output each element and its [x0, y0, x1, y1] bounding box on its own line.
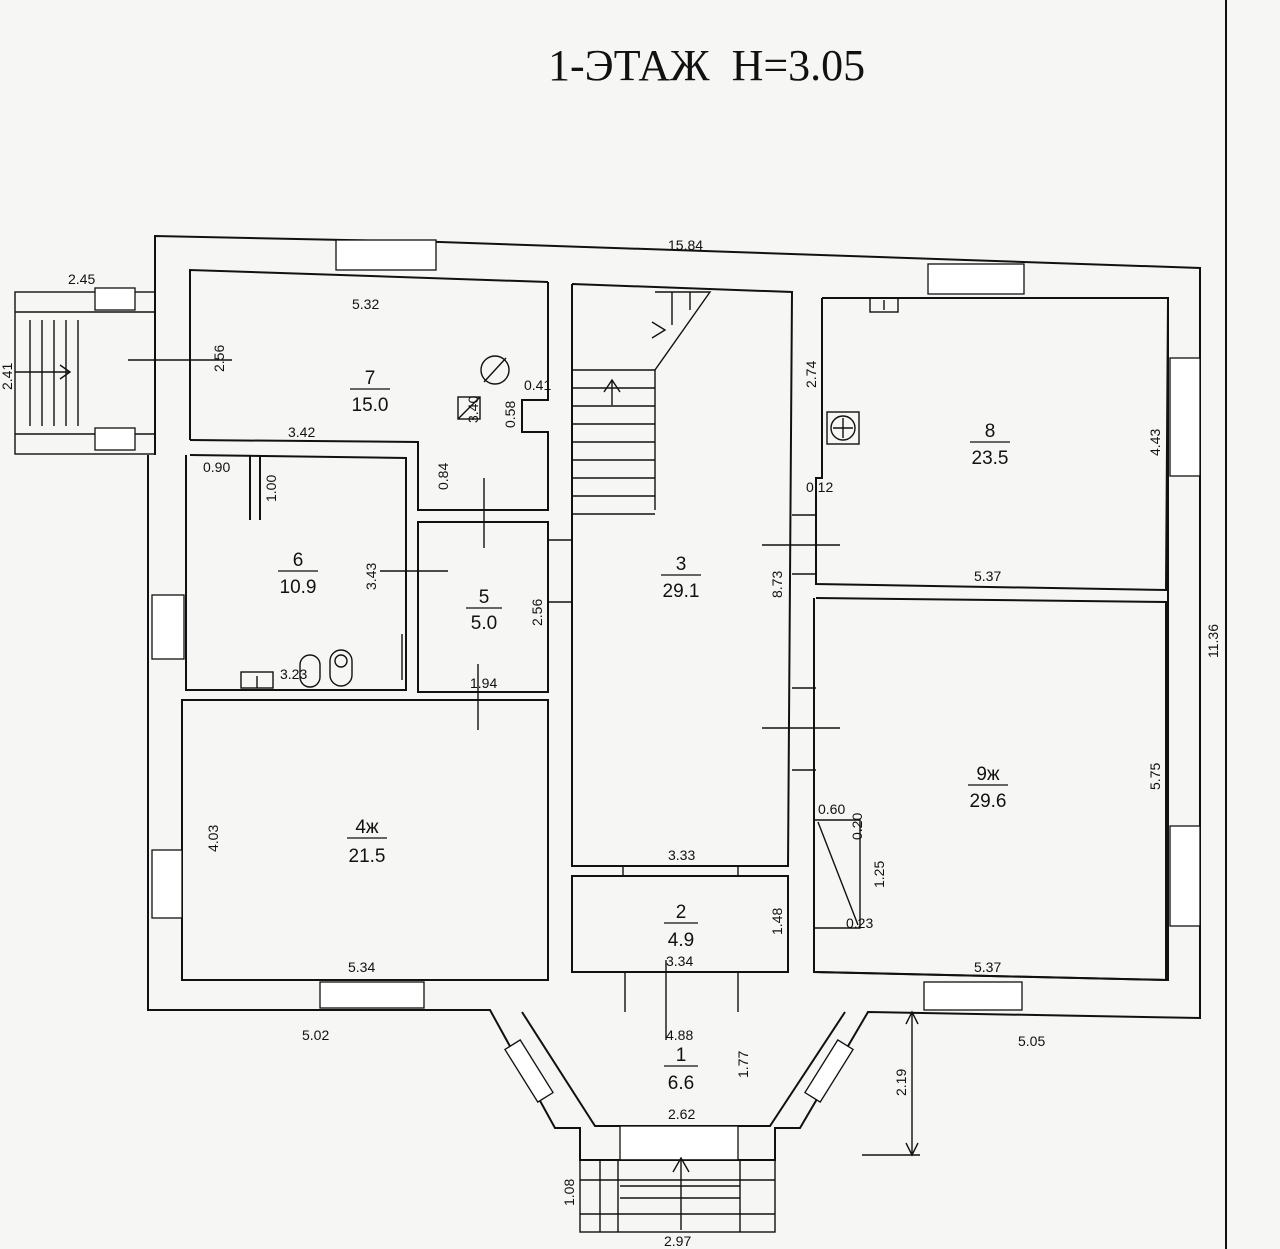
dim-projection: 2.19 — [893, 1069, 909, 1096]
dim-porch-width: 2.45 — [68, 271, 95, 287]
dim-room9-width: 5.37 — [974, 959, 1001, 975]
room-label-4: 4ж 21.5 — [347, 817, 387, 867]
room-number: 4ж — [355, 817, 379, 838]
room-area: 29.6 — [970, 791, 1007, 812]
dim-room2-width: 3.34 — [666, 953, 693, 969]
room-9 — [792, 597, 1201, 1157]
dim-porch-height: 2.41 — [0, 363, 15, 390]
dim-room1-height: 1.77 — [735, 1051, 751, 1078]
dim-right-bottom: 5.05 — [1018, 1033, 1045, 1049]
room-area: 29.1 — [663, 581, 700, 602]
dim-room9-height: 5.75 — [1147, 763, 1163, 790]
room-7 — [189, 282, 549, 548]
room-label-6: 6 10.9 — [278, 550, 318, 598]
left-porch — [14, 287, 232, 455]
plan-title: 1-ЭТАЖ Н=3.05 — [548, 41, 865, 90]
dim-room6-width: 3.23 — [280, 666, 307, 682]
room-label-2: 2 4.9 — [664, 902, 698, 951]
room-area: 15.0 — [352, 395, 389, 416]
dim-room9-020: 0.20 — [849, 813, 865, 840]
dim-room3-height: 8.73 — [769, 571, 785, 598]
dim-room5-height: 2.56 — [529, 599, 545, 626]
dim-room6-100: 1.00 — [263, 475, 279, 502]
room-area: 5.0 — [471, 613, 497, 634]
room-number: 6 — [293, 550, 304, 571]
dim-room6-height: 3.43 — [363, 563, 379, 590]
room-number: 1 — [676, 1045, 687, 1066]
room-label-3: 3 29.1 — [661, 554, 701, 602]
dim-room7-notch: 0.84 — [435, 463, 451, 490]
room-label-1: 1 6.6 — [664, 1045, 698, 1094]
dim-room6-090: 0.90 — [203, 459, 230, 475]
room-label-7: 7 15.0 — [350, 368, 390, 416]
room-area: 6.6 — [668, 1073, 694, 1094]
room-label-8: 8 23.5 — [970, 421, 1010, 469]
room-number: 9ж — [976, 764, 1000, 785]
dim-room8-width: 5.37 — [974, 568, 1001, 584]
entry-stairs — [579, 1156, 776, 1233]
room-number: 8 — [985, 421, 996, 442]
room-label-9: 9ж 29.6 — [968, 764, 1008, 812]
room-8 — [792, 263, 1201, 592]
dim-entry-width: 2.97 — [664, 1233, 691, 1249]
window-room-7 — [335, 239, 437, 271]
dim-room8-274: 2.74 — [803, 361, 819, 388]
room-5 — [417, 521, 549, 730]
dim-top-total: 15.84 — [668, 237, 703, 253]
dim-room8-012: 0.12 — [806, 479, 833, 495]
dim-room1-width: 2.62 — [668, 1106, 695, 1122]
room-number: 7 — [365, 368, 376, 389]
dim-right-total: 11.36 — [1205, 624, 1221, 658]
room-area: 21.5 — [349, 846, 386, 867]
dim-room9-125: 1.25 — [871, 861, 887, 888]
dim-room1-488: 4.88 — [666, 1027, 693, 1043]
dim-room7-step-w: 0.41 — [524, 377, 551, 393]
room-6 — [151, 454, 448, 691]
outer-walls — [147, 234, 1201, 1161]
dim-room7-box: 3.40 — [465, 396, 481, 423]
dim-room7-step-h: 0.58 — [502, 401, 518, 428]
dim-room5-width: 1.94 — [470, 675, 497, 691]
dim-room2-height: 1.48 — [769, 908, 785, 935]
room-area: 4.9 — [668, 930, 694, 951]
room-label-5: 5 5.0 — [466, 587, 502, 634]
dim-room7-width: 5.32 — [352, 296, 379, 312]
room-4 — [151, 699, 549, 1009]
room-number: 3 — [676, 554, 687, 575]
dim-room4-height: 4.03 — [205, 825, 221, 852]
dim-room4-width: 5.34 — [348, 959, 375, 975]
dim-left-bottom: 5.02 — [302, 1027, 329, 1043]
dim-room7-height: 2.56 — [211, 345, 227, 372]
room-number: 5 — [479, 587, 490, 608]
room-number: 2 — [676, 902, 687, 923]
dim-room3-width: 3.33 — [668, 847, 695, 863]
room-area: 10.9 — [280, 577, 317, 598]
room-3 — [548, 283, 840, 867]
dim-room7-bottom: 3.42 — [288, 424, 315, 440]
dim-room9-060: 0.60 — [818, 801, 845, 817]
room-labels: 7 15.0 6 10.9 5 5.0 3 29.1 4ж 21.5 8 23.… — [278, 368, 1010, 1094]
dim-room9-023: 0.23 — [846, 915, 873, 931]
dim-entry-height: 1.08 — [561, 1179, 577, 1206]
room-area: 23.5 — [972, 448, 1009, 469]
room-2 — [571, 866, 789, 1040]
dim-room8-height: 4.43 — [1147, 429, 1163, 456]
dimensions: 15.84 11.36 2.45 2.41 5.32 2.56 3.42 3.4… — [0, 237, 1221, 1249]
